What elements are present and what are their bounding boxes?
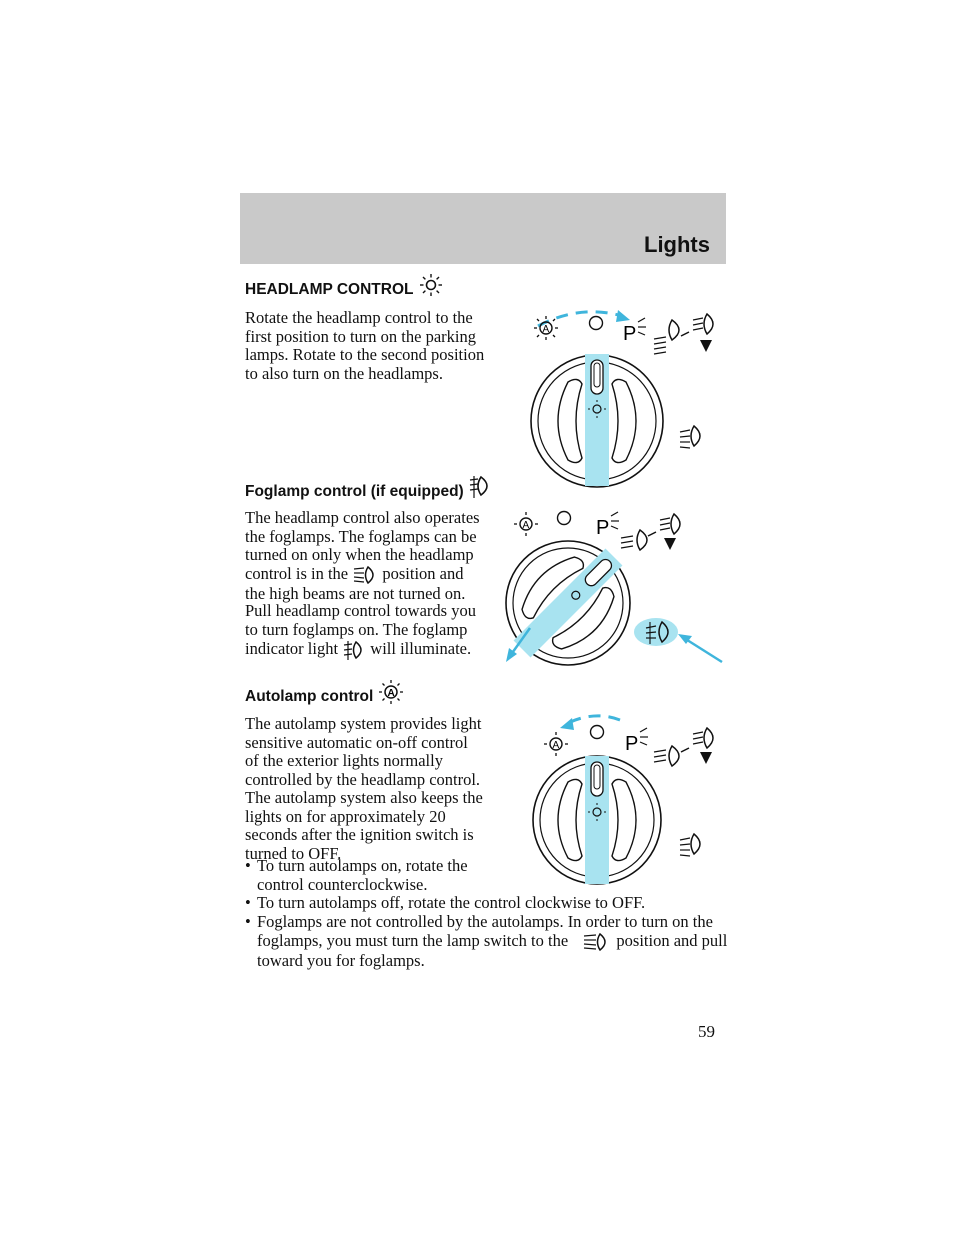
section-title: Lights bbox=[644, 232, 710, 257]
headlamp-dial-foglamp: A P bbox=[505, 510, 723, 666]
foglamp-icon bbox=[344, 640, 362, 660]
off-position-icon bbox=[589, 724, 605, 740]
headlamp-dial-off: A P bbox=[530, 310, 714, 488]
headlamp-icon bbox=[588, 400, 606, 418]
low-beam-icon bbox=[584, 932, 607, 951]
foglamp-paragraph-1: The headlamp control also operates the f… bbox=[245, 508, 480, 603]
low-beam-icon bbox=[679, 424, 701, 449]
autolamp-icon: A bbox=[544, 732, 568, 756]
svg-text:A: A bbox=[543, 324, 550, 335]
off-position-icon bbox=[556, 510, 572, 526]
parking-label: P bbox=[625, 733, 638, 755]
foglamp-icon bbox=[659, 512, 681, 550]
headlamp-icon bbox=[588, 803, 606, 821]
foglamp-paragraph-2: Pull headlamp control towards you to tur… bbox=[245, 601, 485, 661]
autolamp-paragraph-2: The autolamp system also keeps the light… bbox=[245, 788, 483, 863]
low-beam-icon bbox=[653, 318, 680, 355]
section-header-band: Lights bbox=[240, 193, 726, 264]
page-number: 59 bbox=[698, 1022, 715, 1041]
autolamp-icon: A bbox=[514, 512, 538, 536]
headlamp-heading: HEADLAMP CONTROL bbox=[245, 273, 444, 299]
foglamp-icon bbox=[692, 312, 714, 352]
svg-text:A: A bbox=[523, 520, 530, 531]
svg-text:A: A bbox=[387, 688, 394, 699]
headlamp-icon bbox=[419, 273, 442, 296]
parking-label: P bbox=[623, 323, 636, 345]
headlamp-dial-autolamp: A P bbox=[532, 714, 714, 885]
autolamp-icon: A bbox=[378, 679, 403, 704]
list-item: • Foglamps are not controlled by the aut… bbox=[245, 912, 728, 970]
autolamp-icon: A bbox=[534, 316, 558, 340]
parking-label: P bbox=[596, 517, 609, 539]
low-beam-icon bbox=[354, 565, 374, 584]
foglamp-icon bbox=[645, 620, 669, 644]
low-beam-icon bbox=[653, 744, 680, 768]
svg-text:A: A bbox=[553, 740, 560, 751]
foglamp-icon bbox=[469, 475, 488, 498]
foglamp-heading: Foglamp control (if equipped) bbox=[245, 475, 494, 501]
autolamp-paragraph-1: The autolamp system provides light sensi… bbox=[245, 714, 482, 789]
foglamp-icon bbox=[692, 726, 714, 764]
headlamp-body: Rotate the headlamp control to the first… bbox=[245, 308, 485, 383]
list-item: •To turn autolamps off, rotate the contr… bbox=[245, 893, 646, 912]
off-position-icon bbox=[588, 315, 604, 331]
low-beam-icon bbox=[679, 832, 701, 857]
autolamp-heading: Autolamp control A bbox=[245, 679, 404, 706]
low-beam-icon bbox=[620, 528, 648, 552]
list-item: •To turn autolamps on, rotate the contro… bbox=[245, 856, 468, 894]
